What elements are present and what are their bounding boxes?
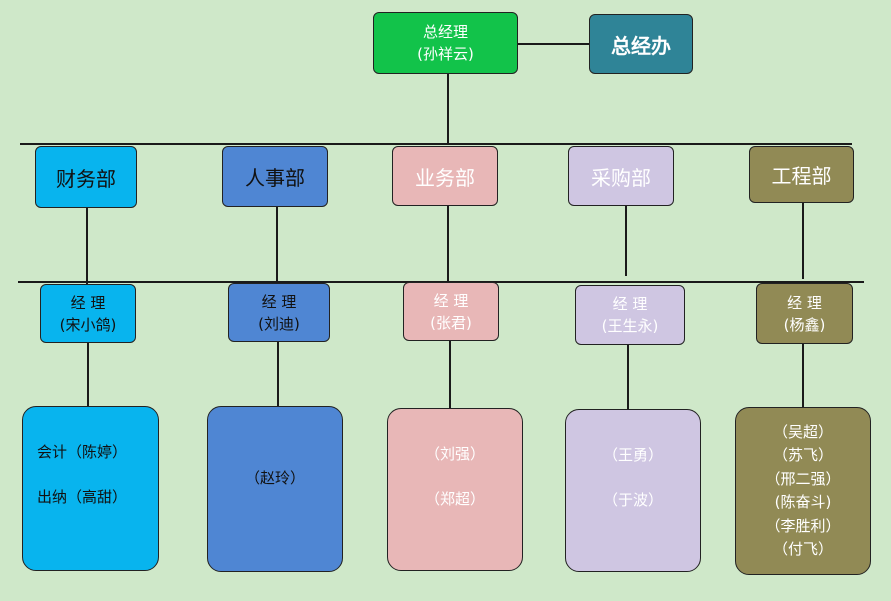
- manager-hr: 经 理 (刘迪): [228, 283, 330, 342]
- manager-hr-name: (刘迪): [258, 314, 300, 333]
- ceo-box: 总经理 (孙祥云): [373, 12, 518, 74]
- dept-engineering-label: 工程部: [771, 164, 832, 188]
- manager-purchasing: 经 理 (王生永): [575, 285, 685, 345]
- office-label: 总经办: [611, 33, 671, 58]
- connector-purchasing-staff: [627, 345, 629, 409]
- staff-business-1: （刘强）: [424, 445, 485, 463]
- connector-ceo-office: [518, 43, 590, 45]
- staff-purchasing-1: （王勇）: [602, 446, 663, 464]
- staff-purchasing: （王勇） （于波）: [565, 409, 701, 572]
- office-box: 总经办: [589, 14, 693, 74]
- dept-purchasing: 采购部: [568, 146, 674, 206]
- horizontal-rule-top: [20, 143, 852, 145]
- staff-finance: 会计（陈婷） 出纳（高甜）: [22, 406, 159, 571]
- staff-engineering-2: （苏飞）: [772, 446, 833, 464]
- staff-business: （刘强） （郑超）: [387, 408, 523, 571]
- staff-engineering-4: (陈奋斗): [774, 493, 832, 511]
- staff-hr-1: （赵玲）: [244, 469, 305, 487]
- manager-business-title: 经 理: [433, 291, 469, 310]
- connector-engineering-staff: [802, 344, 804, 407]
- staff-engineering-5: （李胜利）: [765, 516, 841, 535]
- dept-engineering: 工程部: [749, 146, 854, 203]
- connector-ceo-down: [447, 74, 449, 144]
- manager-engineering-title: 经 理: [787, 293, 822, 312]
- dept-finance-label: 财务部: [56, 166, 116, 191]
- dept-business-label: 业务部: [415, 165, 475, 190]
- staff-engineering-6: （付飞）: [772, 540, 833, 558]
- connector-engineering-down: [802, 203, 804, 279]
- staff-engineering-3: （邢二强）: [765, 469, 841, 488]
- dept-purchasing-label: 采购部: [591, 165, 651, 190]
- manager-finance: 经 理 (宋小鸽): [40, 284, 136, 343]
- dept-hr: 人事部: [222, 146, 328, 207]
- dept-hr-label: 人事部: [245, 166, 305, 190]
- connector-business-down: [447, 206, 449, 282]
- connector-hr-down: [276, 207, 278, 283]
- staff-business-2: （郑超）: [424, 490, 485, 508]
- manager-business-name: (张君): [430, 313, 472, 332]
- staff-finance-1: 会计（陈婷）: [37, 443, 128, 461]
- ceo-name: (孙祥云): [417, 45, 474, 63]
- staff-engineering: （吴超） （苏飞） （邢二强） (陈奋斗) （李胜利） （付飞）: [735, 407, 871, 575]
- connector-hr-staff: [277, 342, 279, 406]
- manager-business: 经 理 (张君): [403, 282, 499, 341]
- connector-business-staff: [449, 341, 451, 408]
- ceo-title: 总经理: [422, 23, 468, 41]
- manager-engineering-name: (杨鑫): [783, 315, 826, 334]
- manager-hr-title: 经 理: [261, 292, 297, 311]
- manager-finance-name: (宋小鸽): [59, 315, 117, 334]
- staff-hr: （赵玲）: [207, 406, 343, 572]
- dept-finance: 财务部: [35, 146, 137, 208]
- manager-engineering: 经 理 (杨鑫): [756, 283, 853, 344]
- connector-finance-down: [86, 208, 88, 284]
- manager-purchasing-title: 经 理: [612, 295, 648, 313]
- connector-purchasing-down: [625, 206, 627, 276]
- staff-finance-2: 出纳（高甜）: [37, 488, 128, 506]
- manager-finance-title: 经 理: [70, 293, 106, 312]
- staff-purchasing-2: （于波）: [602, 491, 663, 509]
- staff-engineering-1: （吴超）: [772, 422, 833, 441]
- connector-finance-staff: [87, 343, 89, 406]
- manager-purchasing-name: (王生永): [601, 317, 659, 335]
- dept-business: 业务部: [392, 146, 498, 206]
